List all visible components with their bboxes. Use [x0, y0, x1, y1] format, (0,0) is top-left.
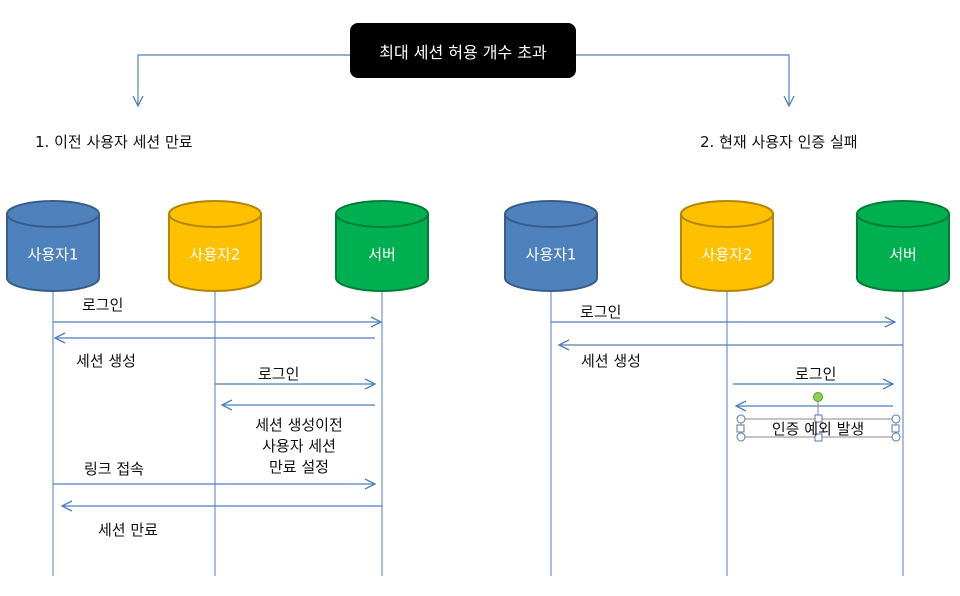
s2-label-session-create: 세션 생성 — [581, 352, 641, 370]
resize-handle-tl[interactable] — [736, 414, 746, 424]
s1-label-login-2: 로그인 — [258, 365, 300, 383]
s1-label-link-access: 링크 접속 — [84, 460, 144, 478]
resize-handle-top[interactable] — [814, 414, 823, 423]
s2-label-login-2: 로그인 — [795, 365, 837, 383]
s2-actor-user1: 사용자1 — [525, 245, 577, 264]
cylinder-s2-user2 — [680, 200, 774, 292]
s1-label-expire-setting: 세션 생성이전 사용자 세션 만료 설정 — [255, 415, 343, 478]
resize-handle-right[interactable] — [891, 424, 900, 433]
title-connector-left — [138, 54, 350, 106]
resize-handle-tr[interactable] — [891, 414, 901, 424]
s1-actor-user1: 사용자1 — [27, 245, 79, 264]
diagram-title: 최대 세션 허용 개수 초과 — [379, 42, 547, 62]
cylinder-s1-server — [335, 200, 429, 292]
cylinder-s1-user1 — [6, 200, 100, 292]
s1-label-session-create: 세션 생성 — [76, 352, 136, 370]
s1-actor-user2: 사용자2 — [189, 245, 241, 264]
resize-handle-bottom[interactable] — [814, 433, 823, 442]
cylinder-s2-server — [856, 200, 950, 292]
s2-actor-user2: 사용자2 — [701, 245, 753, 264]
s2-actor-server: 서버 — [889, 245, 917, 264]
s1-label-expire-line2: 사용자 세션 — [262, 437, 336, 455]
s1-label-expire-line1: 세션 생성이전 — [255, 416, 343, 434]
cylinder-s1-user2 — [168, 200, 262, 292]
rotate-handle[interactable] — [813, 392, 823, 402]
title-box: 최대 세션 허용 개수 초과 — [350, 23, 576, 78]
scenario1-heading: 1. 이전 사용자 세션 만료 — [35, 133, 193, 151]
resize-handle-left[interactable] — [736, 424, 745, 433]
s1-actor-server: 서버 — [368, 245, 396, 264]
s1-label-expire-line3: 만료 설정 — [269, 458, 329, 476]
selection-frame[interactable] — [736, 392, 901, 442]
resize-handle-br[interactable] — [891, 432, 901, 442]
s1-label-session-expire: 세션 만료 — [98, 521, 158, 539]
resize-handle-bl[interactable] — [736, 432, 746, 442]
s2-label-login-1: 로그인 — [580, 303, 622, 321]
scenario2-heading: 2. 현재 사용자 인증 실패 — [700, 133, 858, 151]
cylinder-s2-user1 — [504, 200, 598, 292]
title-connector-right — [576, 54, 789, 106]
s1-label-login-1: 로그인 — [82, 296, 124, 314]
s2-label-auth-exception[interactable]: 인증 예외 발생 — [771, 420, 865, 438]
